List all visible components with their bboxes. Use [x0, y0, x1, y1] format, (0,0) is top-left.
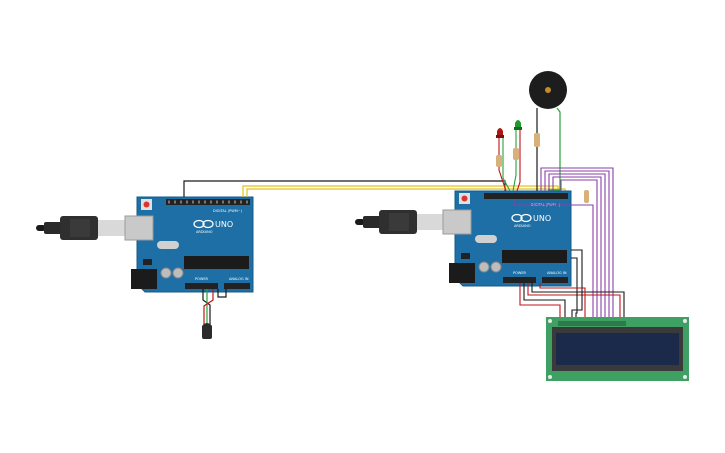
uno-label: UNO — [533, 214, 551, 223]
led-green[interactable] — [512, 120, 522, 192]
arduino-brand-label: ARDUINO — [196, 230, 213, 234]
resistor[interactable] — [534, 133, 540, 147]
analog-header-label: ANALOG IN — [229, 277, 249, 281]
uno-label: UNO — [215, 220, 233, 229]
power-header-label: POWER — [513, 271, 527, 275]
lcd-data-wires[interactable] — [513, 167, 614, 317]
lcd-power-wires[interactable] — [519, 249, 625, 317]
arduino-uno-board-1[interactable]: DIGITAL (PWM~) UNO ARDUINO POWER ANALOG … — [36, 196, 254, 293]
usb-cable-1[interactable] — [36, 216, 126, 240]
piezo-buzzer[interactable] — [529, 71, 567, 191]
analog-header-label: ANALOG IN — [547, 271, 567, 275]
digital-header-label: DIGITAL (PWM~) — [213, 209, 243, 213]
usb-cable-2[interactable] — [355, 210, 445, 234]
lcd-screen — [556, 333, 679, 365]
temperature-sensor[interactable] — [202, 289, 227, 339]
arduino-logo-icon — [511, 213, 532, 223]
arduino-logo-icon — [193, 219, 214, 229]
power-header-label: POWER — [195, 277, 209, 281]
arduino-brand-label: ARDUINO — [514, 224, 531, 228]
lcd-display[interactable] — [546, 317, 689, 381]
led-red[interactable] — [496, 128, 511, 192]
serial-wires[interactable] — [183, 180, 566, 197]
resistor[interactable] — [584, 190, 589, 203]
